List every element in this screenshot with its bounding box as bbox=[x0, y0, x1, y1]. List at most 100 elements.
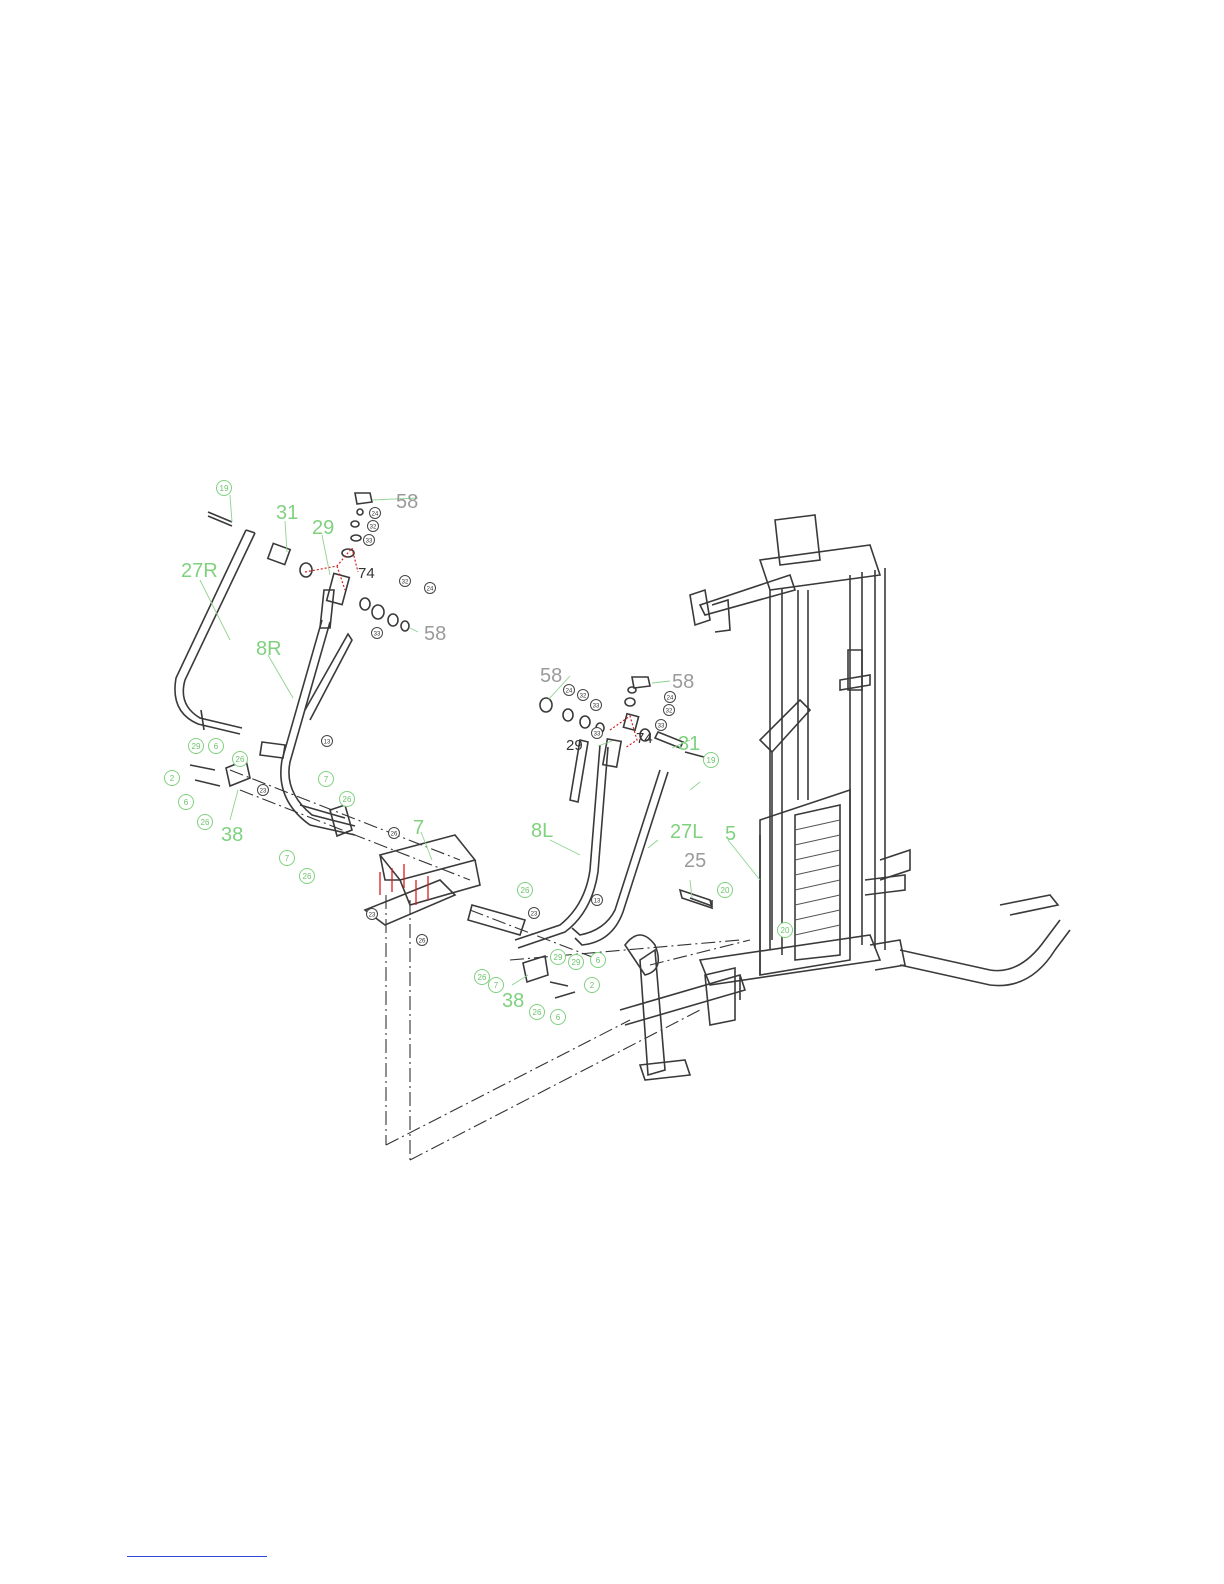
callout-number: 2 bbox=[170, 774, 175, 783]
callout-c26e: 26 bbox=[389, 828, 400, 839]
callout-number: 32 bbox=[402, 579, 409, 585]
label-74l: 74 bbox=[636, 730, 653, 747]
callout-number: 6 bbox=[214, 742, 219, 751]
callout-number: 13 bbox=[324, 739, 331, 745]
callout-c13l: 13 bbox=[592, 895, 603, 906]
weight-tower bbox=[690, 515, 910, 975]
callout-c29a: 29 bbox=[189, 739, 204, 754]
callout-c24d: 24 bbox=[665, 692, 676, 703]
callout-c24b: 24 bbox=[425, 583, 436, 594]
label-29l: 29 bbox=[566, 737, 583, 754]
label-29r: 29 bbox=[312, 517, 334, 539]
label-8r: 8R bbox=[256, 638, 282, 660]
bracket-plates bbox=[190, 760, 575, 998]
callout-number: 19 bbox=[220, 484, 229, 493]
callout-c24a: 24 bbox=[370, 508, 381, 519]
callout-c24c: 24 bbox=[564, 685, 575, 696]
callout-c20b: 20 bbox=[778, 923, 793, 938]
callout-number: 26 bbox=[236, 755, 245, 764]
callout-c33d: 33 bbox=[592, 728, 603, 739]
callout-number: 26 bbox=[478, 973, 487, 982]
callout-c7c: 7 bbox=[489, 978, 504, 993]
callout-number: 24 bbox=[427, 586, 434, 592]
callout-number: 29 bbox=[192, 742, 201, 751]
callout-number: 7 bbox=[285, 854, 290, 863]
callout-c33a: 33 bbox=[364, 535, 375, 546]
callout-c2b: 2 bbox=[585, 978, 600, 993]
callout-number: 33 bbox=[374, 631, 381, 637]
callout-number: 33 bbox=[366, 538, 373, 544]
label-25: 25 bbox=[684, 850, 706, 872]
callout-number: 6 bbox=[556, 1013, 561, 1022]
callout-c26d: 26 bbox=[300, 869, 315, 884]
callout-c26i: 26 bbox=[530, 1005, 545, 1020]
label-27r: 27R bbox=[181, 560, 218, 582]
callout-c23r: 23 bbox=[258, 785, 269, 796]
callout-number: 20 bbox=[721, 886, 730, 895]
callout-number: 24 bbox=[372, 511, 379, 517]
callout-c26f: 26 bbox=[417, 935, 428, 946]
callout-c26a: 26 bbox=[233, 752, 248, 767]
callout-number: 29 bbox=[572, 958, 581, 967]
callout-c32a: 32 bbox=[368, 521, 379, 532]
callout-c26g: 26 bbox=[518, 883, 533, 898]
callout-number: 2 bbox=[590, 981, 595, 990]
callout-number: 24 bbox=[566, 688, 573, 694]
label-5: 5 bbox=[725, 823, 736, 845]
callout-number: 6 bbox=[184, 798, 189, 807]
base-frame bbox=[620, 890, 1070, 1080]
callout-c20a: 20 bbox=[718, 883, 733, 898]
callout-c2a: 2 bbox=[165, 771, 180, 786]
callout-number: 32 bbox=[580, 693, 587, 699]
callout-c6a: 6 bbox=[209, 739, 224, 754]
callout-number: 7 bbox=[324, 775, 329, 784]
callout-c33b: 33 bbox=[372, 628, 383, 639]
callout-c6d: 6 bbox=[551, 1010, 566, 1025]
callout-number: 26 bbox=[343, 795, 352, 804]
callout-c26b: 26 bbox=[198, 815, 213, 830]
callout-c29b: 29 bbox=[551, 950, 566, 965]
footnote-rule bbox=[127, 1556, 267, 1557]
callout-c23m: 23 bbox=[367, 909, 378, 920]
callout-number: 26 bbox=[533, 1008, 542, 1017]
label-38r: 38 bbox=[221, 824, 243, 846]
label-31l: 31 bbox=[678, 733, 700, 755]
crossmember-7 bbox=[300, 805, 480, 925]
label-58c: 58 bbox=[540, 665, 562, 687]
label-8l: 8L bbox=[531, 820, 553, 842]
callout-number: 23 bbox=[531, 911, 538, 917]
callout-c29c: 29 bbox=[569, 955, 584, 970]
callout-c26h: 26 bbox=[475, 970, 490, 985]
callout-c6c: 6 bbox=[591, 953, 606, 968]
callout-c23l: 23 bbox=[529, 908, 540, 919]
callout-c6b: 6 bbox=[179, 795, 194, 810]
callout-c33c: 33 bbox=[591, 700, 602, 711]
callout-c7a: 7 bbox=[319, 772, 334, 787]
callout-c32d: 32 bbox=[664, 705, 675, 716]
callout-number: 23 bbox=[369, 912, 376, 918]
callout-c32c: 32 bbox=[578, 690, 589, 701]
callout-number: 7 bbox=[494, 981, 499, 990]
callout-number: 13 bbox=[594, 898, 601, 904]
callout-number: 19 bbox=[707, 756, 716, 765]
callout-number: 29 bbox=[554, 953, 563, 962]
callout-number: 33 bbox=[658, 723, 665, 729]
arm-27l bbox=[572, 770, 668, 945]
callout-number: 26 bbox=[521, 886, 530, 895]
label-74r: 74 bbox=[358, 565, 375, 582]
callout-number: 33 bbox=[594, 731, 601, 737]
callout-c19r: 19 bbox=[217, 481, 232, 496]
callout-number: 24 bbox=[667, 695, 674, 701]
part-labels: 31 29 27R 8R 58 58 74 7 58 58 29 74 31 8… bbox=[181, 491, 736, 1012]
callout-number: 32 bbox=[666, 708, 673, 714]
label-31r: 31 bbox=[276, 502, 298, 524]
callout-c32b: 32 bbox=[400, 576, 411, 587]
label-58d: 58 bbox=[672, 671, 694, 693]
label-38l: 38 bbox=[502, 990, 524, 1012]
label-7: 7 bbox=[413, 817, 424, 839]
callout-number: 26 bbox=[201, 818, 210, 827]
callout-c13r: 13 bbox=[322, 736, 333, 747]
label-58a: 58 bbox=[396, 491, 418, 513]
callout-c26c: 26 bbox=[340, 792, 355, 807]
